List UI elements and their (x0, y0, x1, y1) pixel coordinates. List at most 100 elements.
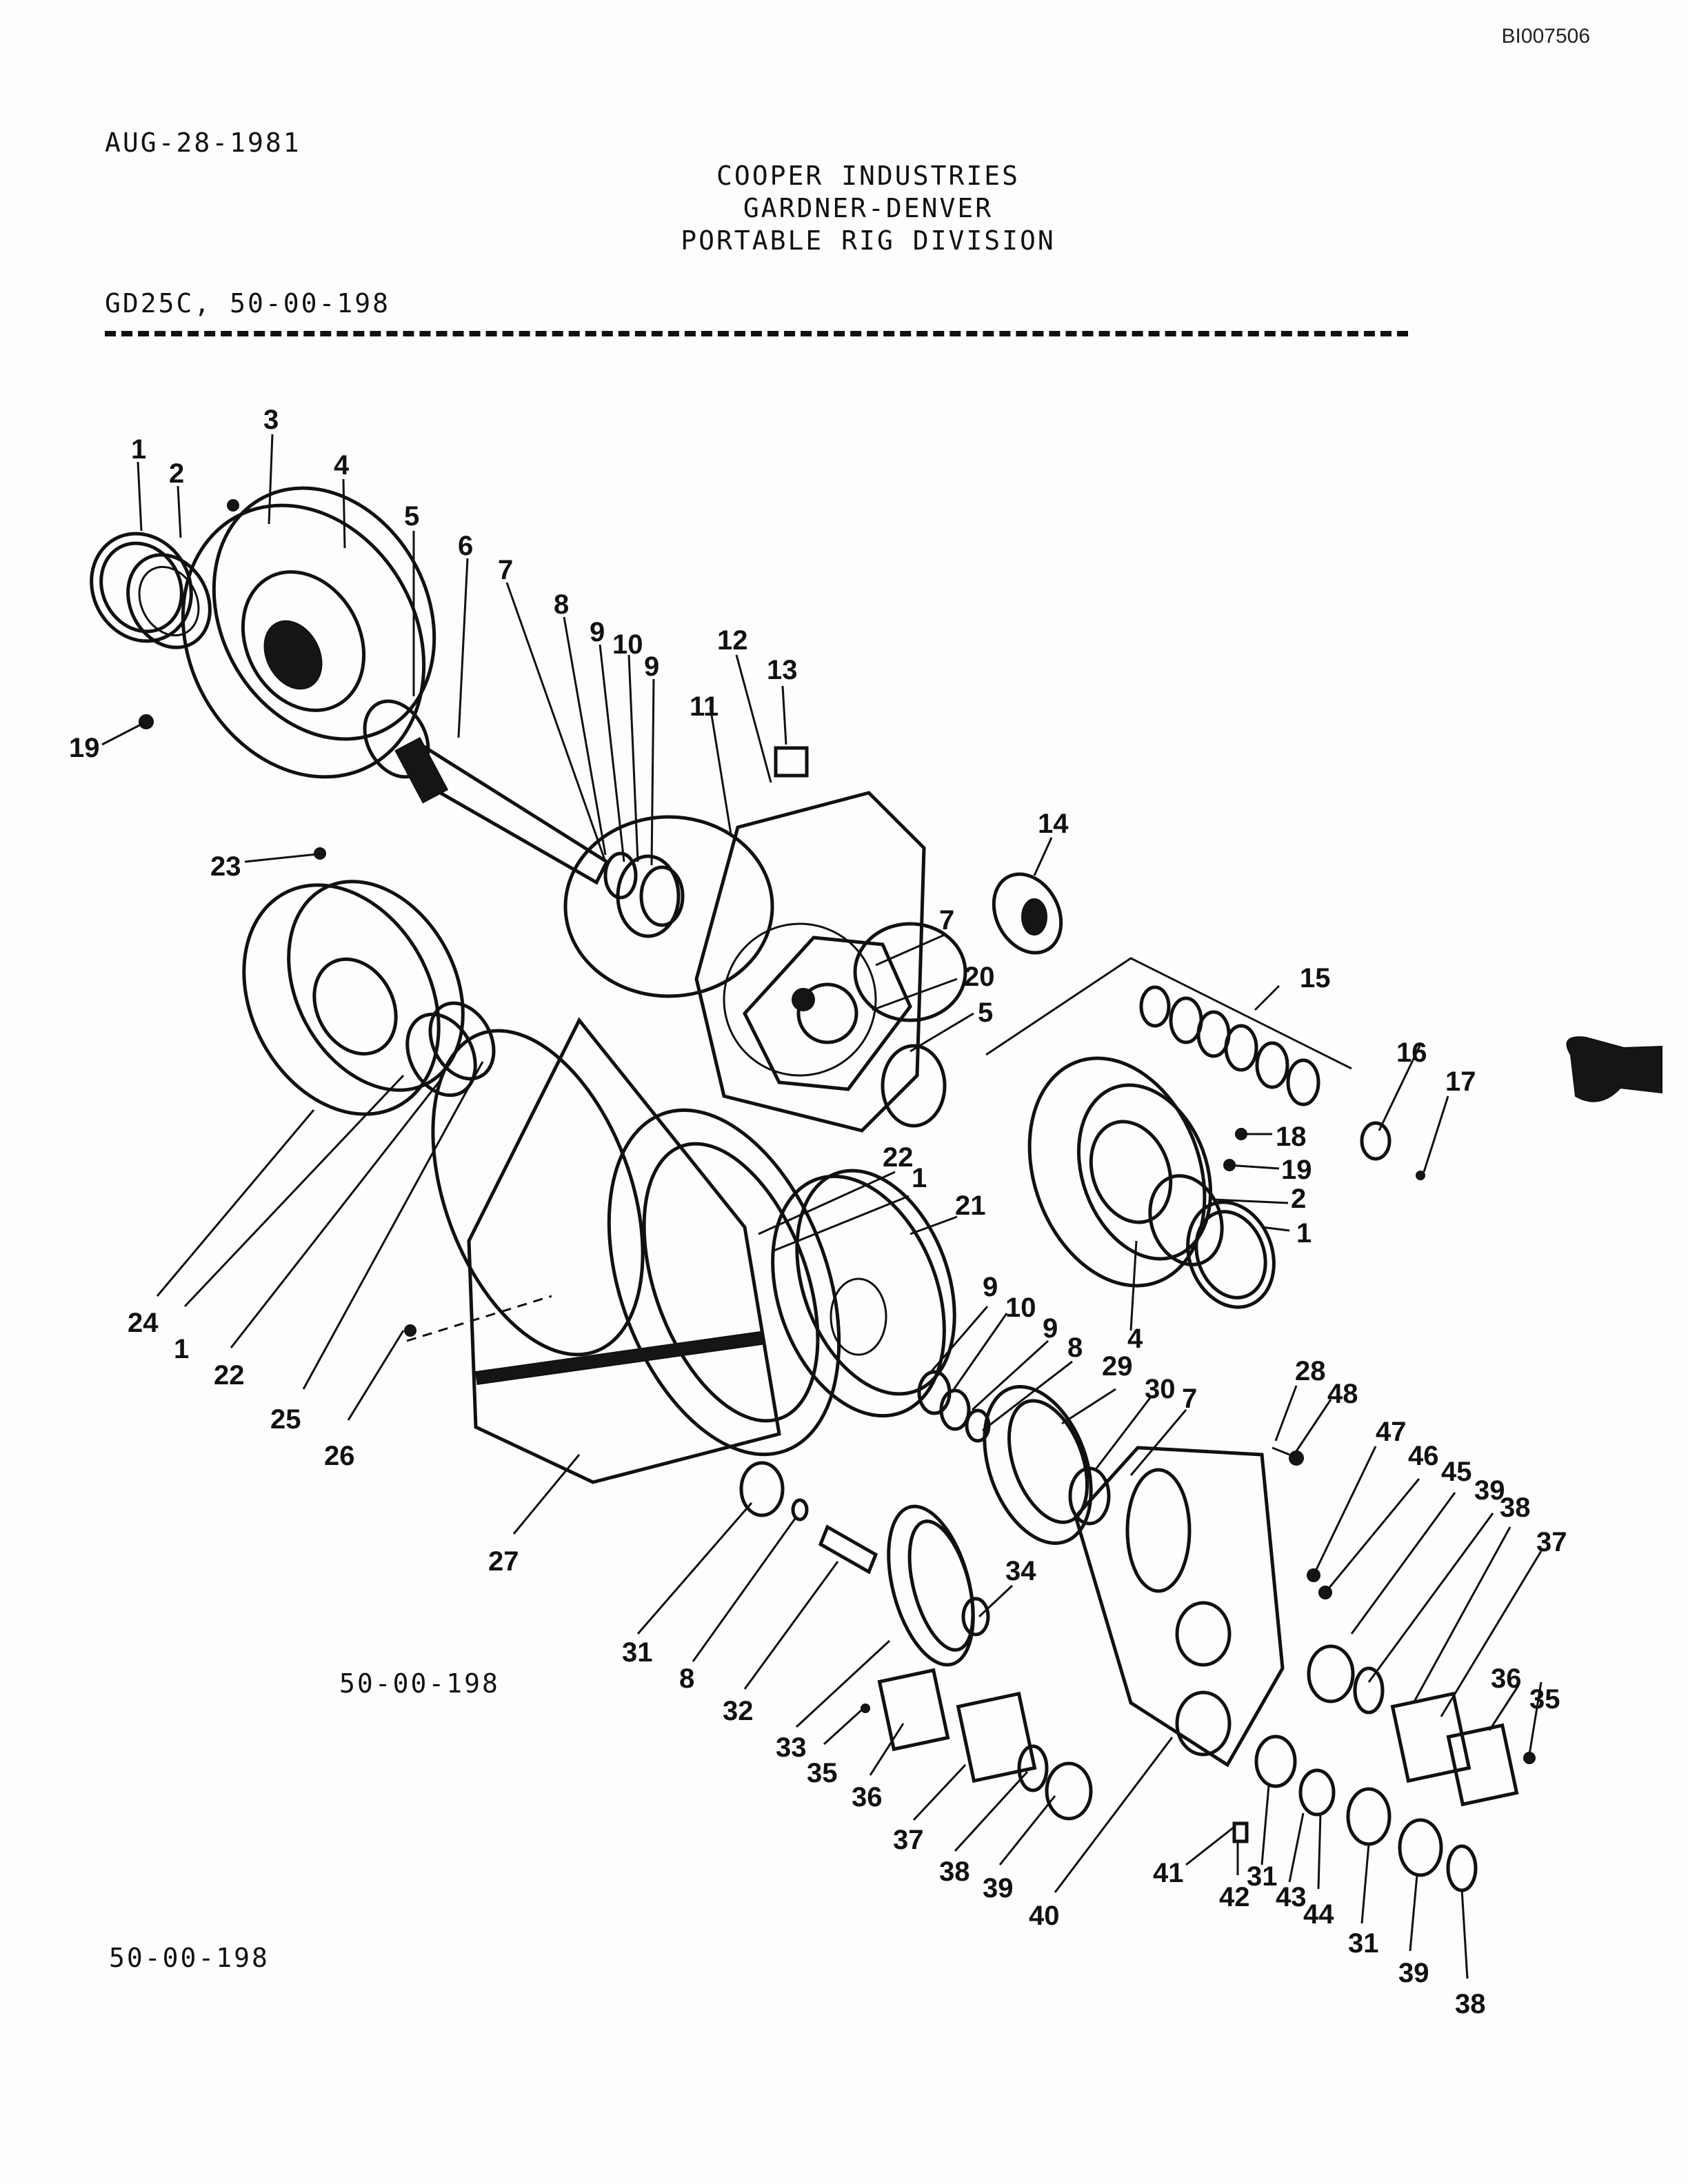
callout: 31 (1348, 1928, 1379, 1959)
bearing-kit-part (985, 957, 1352, 1106)
callout: 12 (717, 625, 748, 656)
callout: 9 (644, 651, 659, 682)
header-divider (105, 331, 1408, 336)
callout: 9 (590, 617, 605, 647)
callout: 4 (1127, 1324, 1143, 1354)
spur-gear-part (887, 1504, 990, 1667)
callout: 13 (767, 655, 798, 685)
snap-ring-part (603, 851, 685, 938)
gearbox-housing-part (1074, 1446, 1285, 1768)
callout: 8 (679, 1664, 694, 1694)
callout: 8 (1067, 1333, 1083, 1363)
callout: 7 (1182, 1384, 1197, 1414)
callout: 11 (690, 691, 719, 722)
callout: 7 (498, 555, 513, 585)
callout: 28 (1295, 1356, 1326, 1386)
callout: 7 (939, 905, 954, 936)
callout: 39 (1398, 1958, 1429, 1988)
callout: 36 (852, 1782, 883, 1812)
callout: 45 (1441, 1457, 1472, 1487)
seal-ring-part (90, 532, 193, 643)
callout: 27 (488, 1546, 519, 1577)
callout: 31 (622, 1637, 653, 1668)
planet-carrier-part (742, 936, 912, 1091)
bearing-part (1068, 1466, 1111, 1526)
callout: 36 (1491, 1664, 1522, 1694)
callout: 37 (893, 1825, 924, 1855)
callout: 15 (1300, 963, 1331, 993)
callout: 5 (978, 998, 993, 1028)
callout: 42 (1219, 1882, 1250, 1912)
callout: 5 (404, 501, 419, 532)
callout: 10 (1005, 1293, 1036, 1323)
callout: 24 (128, 1308, 159, 1338)
document-header: COOPER INDUSTRIES GARDNER-DENVER PORTABL… (0, 160, 1688, 257)
side-cover-part (242, 880, 465, 1116)
callout: 39 (983, 1873, 1014, 1903)
cover-plate-part (877, 1668, 1093, 1821)
callout: 40 (1029, 1901, 1060, 1931)
callout: 14 (1038, 809, 1069, 839)
callout: 19 (69, 733, 100, 763)
callout: 29 (1102, 1351, 1133, 1382)
document-id: BI007506 (1501, 25, 1590, 48)
drive-shaft-part (394, 736, 610, 885)
header-line-division: PORTABLE RIG DIVISION (681, 225, 1056, 256)
callout: 17 (1445, 1066, 1476, 1097)
callout: 6 (458, 531, 473, 561)
callout: 48 (1327, 1379, 1358, 1409)
ink-smudge (1566, 1036, 1662, 1102)
main-frame-part (406, 1017, 841, 1484)
callout: 43 (1276, 1882, 1307, 1912)
callout: 22 (214, 1360, 245, 1391)
callout: 34 (1005, 1556, 1036, 1586)
callout: 1 (912, 1163, 927, 1193)
callout: 26 (324, 1441, 355, 1471)
cover-plate-part (1307, 1644, 1519, 1807)
callout: 9 (1043, 1313, 1058, 1344)
callout: 38 (1455, 1989, 1486, 2019)
callout: 35 (1529, 1684, 1560, 1715)
carrier-housing-part (1027, 1056, 1213, 1288)
callout: 25 (270, 1404, 301, 1435)
callout: 2 (1291, 1184, 1306, 1214)
fastener-part (139, 499, 1536, 1843)
callout: 31 (1247, 1861, 1278, 1892)
callout: 32 (723, 1696, 754, 1726)
callout: 38 (939, 1857, 970, 1887)
callout: 1 (131, 434, 146, 465)
ring-gear-part (983, 1385, 1093, 1545)
callout: 2 (169, 458, 184, 489)
bearing-cone-part (126, 553, 212, 649)
callout: 18 (1276, 1122, 1307, 1152)
callout: 37 (1536, 1527, 1567, 1557)
callout: 20 (964, 962, 995, 992)
pinion-gear-part (992, 872, 1063, 955)
callout: 9 (983, 1272, 998, 1302)
pinion-shaft-part (818, 1524, 878, 1575)
callout: 4 (334, 450, 350, 481)
page-footer: 50-00-198 (109, 1943, 270, 1973)
cap-part (1360, 1121, 1391, 1161)
leader-lines (101, 434, 1543, 1979)
callout: 19 (1281, 1155, 1312, 1185)
bearing-part (739, 1461, 809, 1521)
callout: 10 (612, 629, 643, 660)
callout: 8 (554, 589, 569, 620)
sprocket-plate-part (694, 791, 926, 1133)
cover-plate-part (181, 486, 436, 779)
callout: 21 (955, 1191, 986, 1221)
figure-label: 50-00-198 (339, 1668, 500, 1699)
gear-plate-part (771, 1169, 956, 1418)
callout: 47 (1376, 1417, 1407, 1447)
header-line-company: COOPER INDUSTRIES (716, 161, 1020, 191)
seal-ring-part (1148, 1174, 1276, 1309)
callout: 35 (807, 1758, 838, 1788)
callout: 41 (1153, 1858, 1184, 1888)
document-date: AUG-28-1981 (105, 128, 301, 158)
model-number: GD25C, 50-00-198 (105, 288, 391, 318)
gasket-part (563, 815, 774, 998)
callout: 1 (174, 1334, 189, 1364)
